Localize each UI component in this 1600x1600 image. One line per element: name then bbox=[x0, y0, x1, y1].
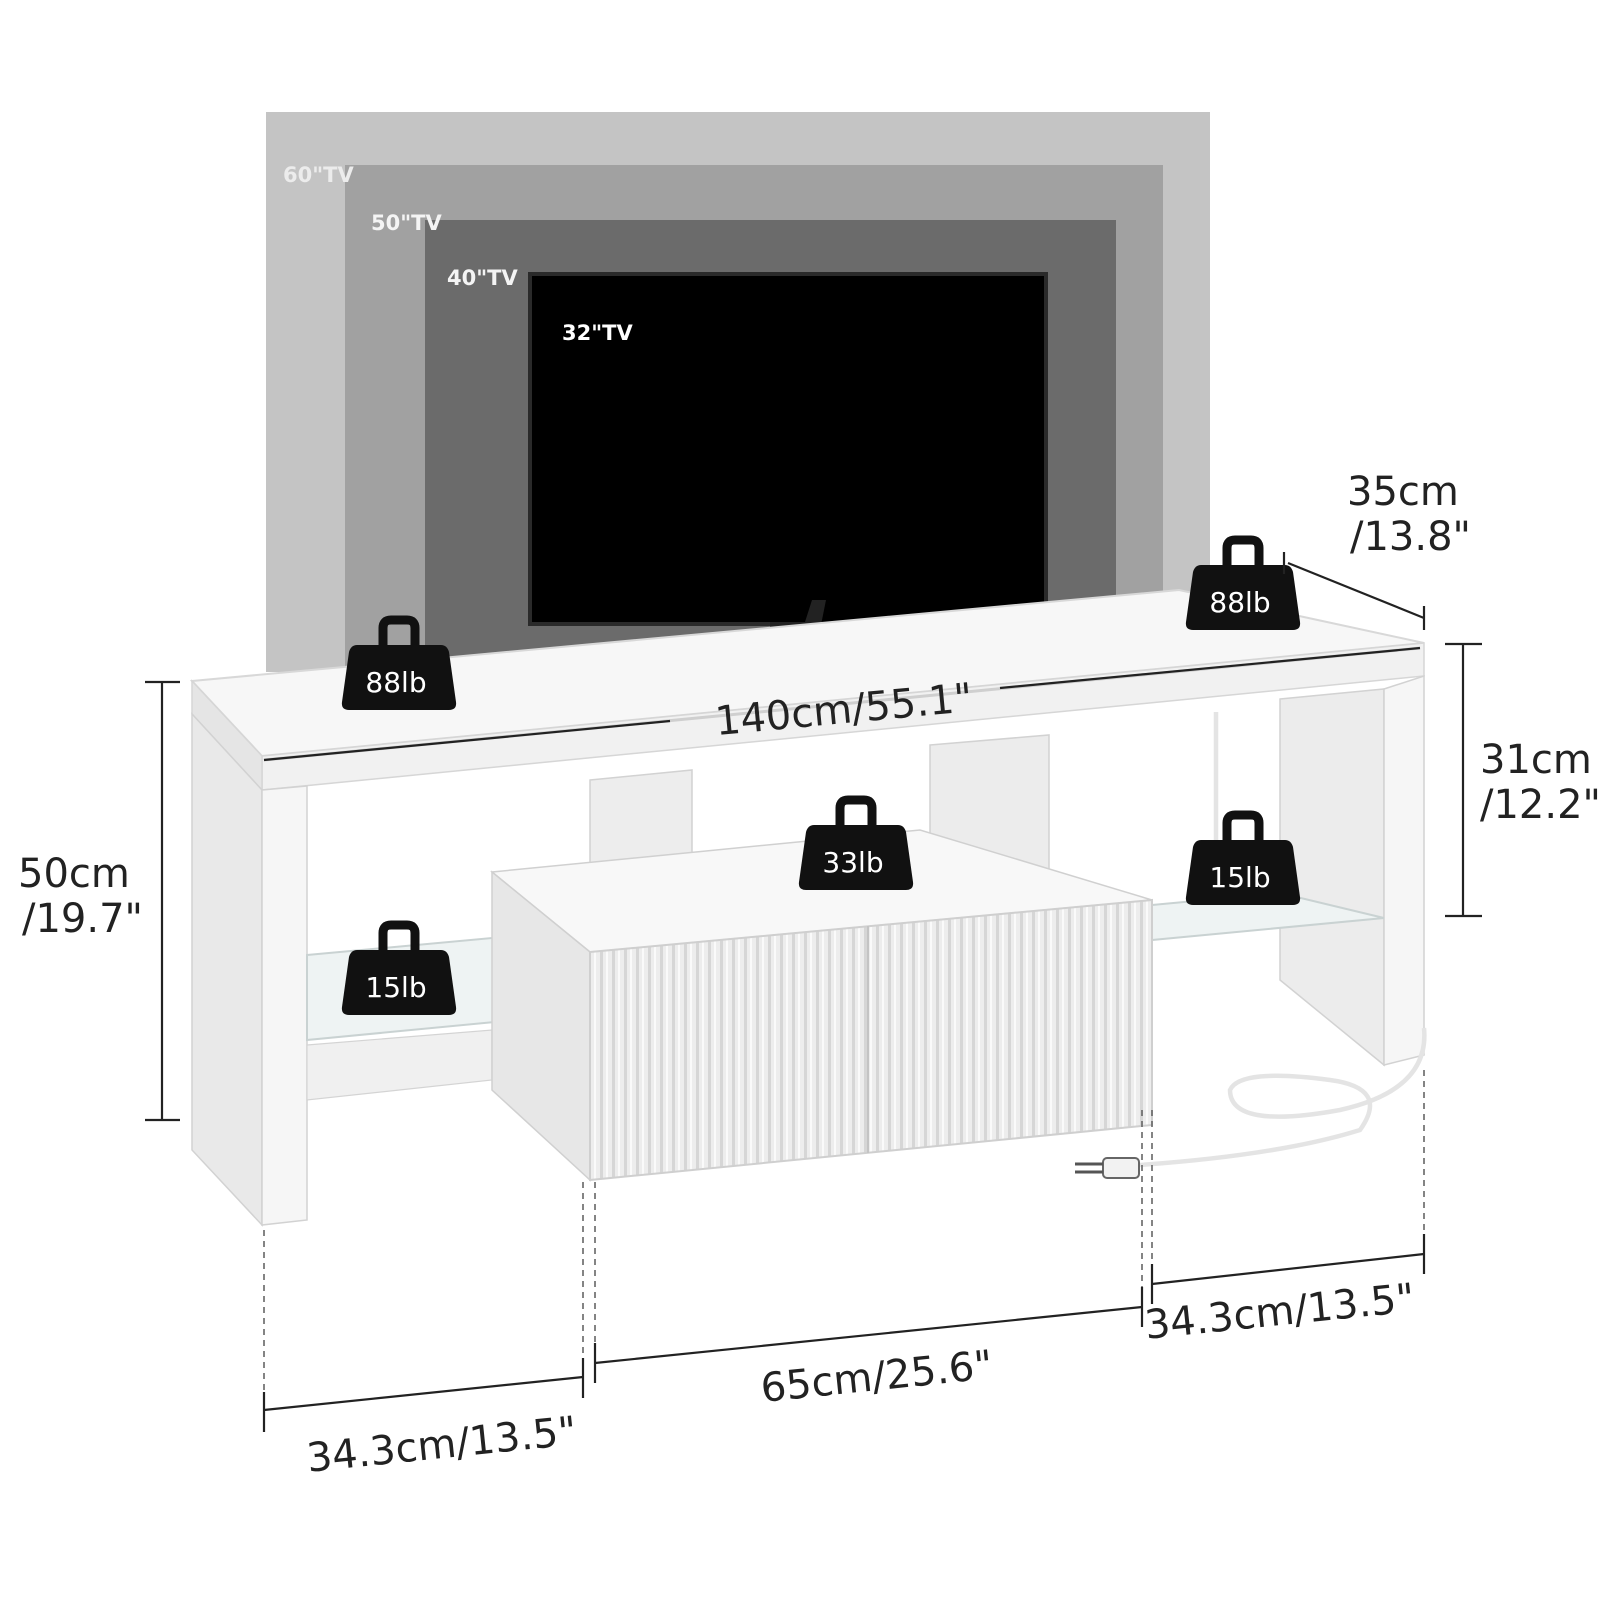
tv-60-label: 60"TV bbox=[283, 163, 354, 187]
left-section-label: 34.3cm/13.5" bbox=[305, 1408, 579, 1482]
weight-label-left-glass: 15lb bbox=[365, 971, 426, 1004]
weight-label-top-right: 88lb bbox=[1209, 586, 1270, 619]
inner-height-cm-label: 31cm bbox=[1480, 737, 1592, 783]
weight-label-right-glass: 15lb bbox=[1209, 861, 1270, 894]
depth-cm-label: 35cm bbox=[1347, 469, 1459, 515]
right-leg-front bbox=[1383, 674, 1425, 1066]
center-section-label: 65cm/25.6" bbox=[759, 1342, 995, 1412]
weight-capacity-badges: 88lb 88lb 33lb 15lb 15lb bbox=[342, 540, 1300, 1015]
height-in-label: /19.7" bbox=[22, 896, 143, 942]
inner-height-in-label: /12.2" bbox=[1480, 782, 1600, 828]
tv-40-label: 40"TV bbox=[447, 266, 518, 290]
depth-in-label: /13.8" bbox=[1350, 514, 1471, 560]
weight-label-top-left: 88lb bbox=[365, 666, 426, 699]
power-cord bbox=[1139, 712, 1427, 1168]
right-section-label: 34.3cm/13.5" bbox=[1143, 1275, 1417, 1349]
left-lower-back-panel bbox=[306, 1029, 493, 1101]
weight-label-center-shelf: 33lb bbox=[822, 846, 883, 879]
tv-32-screen bbox=[528, 272, 1048, 626]
left-leg-side bbox=[191, 712, 263, 1227]
tv-32-label: 32"TV bbox=[562, 321, 633, 345]
left-leg-front bbox=[261, 785, 308, 1226]
tv-stand bbox=[189, 588, 1427, 1227]
dimension-lines bbox=[145, 552, 1482, 1432]
tv-50-label: 50"TV bbox=[371, 211, 442, 235]
height-cm-label: 50cm bbox=[18, 851, 130, 897]
power-plug-icon bbox=[1075, 1157, 1140, 1179]
